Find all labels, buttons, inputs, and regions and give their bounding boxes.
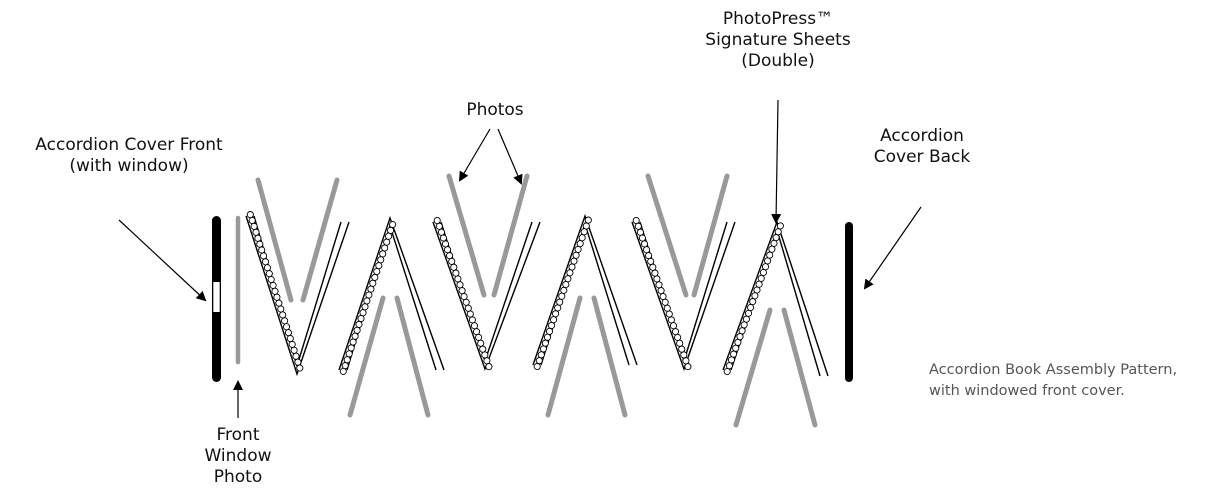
label-signature-sheets-line-2: Signature Sheets [705,30,851,50]
label-photos-text: Photos [466,100,524,120]
signature-sheet-3-outer [432,221,541,372]
photo-6 [691,173,730,298]
signature-sheet-3-inner [440,221,533,364]
label-front-window-photo-line-2: Window [204,446,272,466]
signature-sheet-5-outer [631,221,736,372]
photo-5 [645,173,689,298]
label-back-cover: Accordion Cover Back [862,126,982,168]
label-back-cover-line-1: Accordion [880,126,964,146]
signature-sheet-6-inner [730,227,821,377]
label-front-window-photo-line-3: Photo [213,467,263,487]
label-front-cover: Accordion Cover Front (with window) [8,135,250,177]
signature-sheet-5 [631,217,736,372]
label-front-cover-line-1: Accordion Cover Front [35,135,223,155]
photo-11 [733,307,773,428]
label-signature-sheets-line-1: PhotoPress™ [722,9,834,29]
signature-sheets-layer [245,211,829,377]
label-front-window-photo: Front Window Photo [198,425,278,488]
label-photos: Photos [445,100,545,121]
label-signature-sheets-line-3: (Double) [741,51,815,71]
signature-sheet-2-scallop [339,221,397,375]
signature-sheet-6 [722,219,829,377]
signature-sheet-4-outer [532,213,638,366]
figure-caption-line-2: with windowed front cover. [929,383,1125,399]
photo-1 [255,177,294,303]
arrow-back-cover [863,206,922,290]
arrow-photo-left [458,128,491,182]
figure-caption-line-1: Accordion Book Assembly Pattern, [929,362,1178,378]
photo-12 [781,307,818,428]
signature-sheet-4-scallop [533,216,592,370]
back-cover [845,222,853,382]
photo-7 [347,295,386,418]
signature-sheet-3 [432,217,541,372]
photo-3 [446,173,487,298]
signature-sheet-2 [338,215,445,375]
label-signature-sheets: PhotoPress™ Signature Sheets (Double) [686,9,870,72]
photo-8 [394,295,431,418]
front-cover [212,216,221,382]
signature-sheet-1 [245,211,350,377]
front-cover-window [213,282,220,312]
figure-caption: Accordion Book Assembly Pattern, with wi… [929,360,1177,402]
photo-9 [545,295,583,418]
callout-arrows [118,99,922,418]
label-front-window-photo-line-1: Front [216,425,260,445]
signature-sheet-6-scallop [723,222,784,375]
photo-10 [591,295,628,418]
signature-sheet-2-inner [346,223,437,371]
label-back-cover-line-2: Cover Back [873,147,971,167]
signature-sheet-4-inner [540,221,630,366]
signature-sheet-1-scallop [246,211,304,372]
photos-layer [255,173,818,428]
signature-sheet-1-inner [253,215,342,369]
photo-2 [300,177,340,303]
label-front-cover-line-2: (with window) [69,156,189,176]
signature-sheet-2-outer [338,215,445,371]
signature-sheet-1-outer [245,215,350,377]
signature-sheet-4 [532,213,638,370]
signature-sheet-3-scallop [433,217,493,371]
arrow-signature-sheets [771,99,782,224]
photo-4 [491,173,530,298]
arrow-photo-right [497,128,523,185]
arrow-front-cover [118,219,207,302]
signature-sheet-5-scallop [632,217,692,371]
